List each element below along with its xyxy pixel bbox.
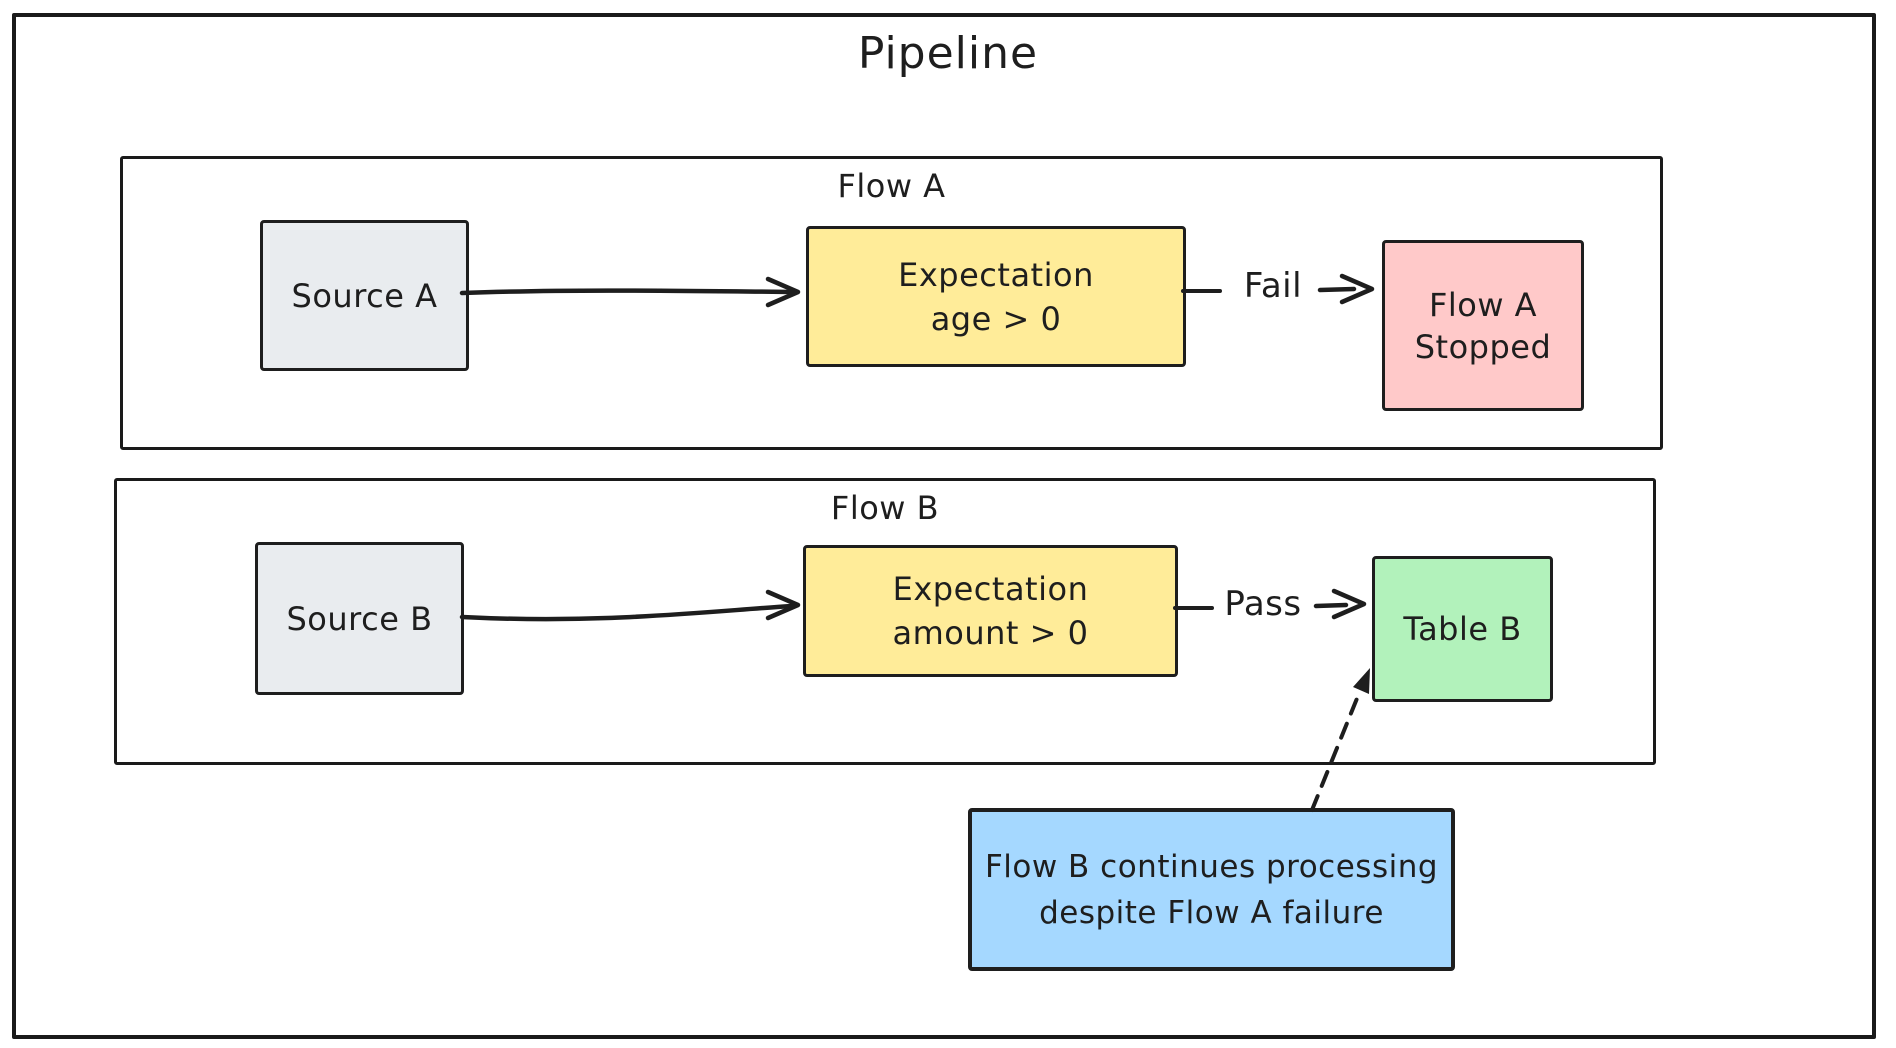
diagram-title: Pipeline <box>857 28 1039 79</box>
flow-b-frame: Flow B <box>114 478 1656 765</box>
source-b-label: Source B <box>286 599 433 638</box>
flow-a-stopped-node: Flow A Stopped <box>1382 240 1584 411</box>
expectation-a-rule: age > 0 <box>930 299 1062 338</box>
fail-edge-label: Fail <box>1243 266 1303 306</box>
expectation-a-node: Expectation age > 0 <box>806 226 1186 367</box>
pass-edge-label: Pass <box>1224 584 1302 624</box>
flow-b-label: Flow B <box>830 489 940 527</box>
note-line2: despite Flow A failure <box>1039 894 1384 931</box>
table-b-node: Table B <box>1372 556 1553 702</box>
source-a-node: Source A <box>260 220 469 371</box>
flow-a-label: Flow A <box>837 167 946 205</box>
pipeline-outer-frame <box>12 13 1876 1039</box>
note-line1: Flow B continues processing <box>984 848 1439 885</box>
source-b-node: Source B <box>255 542 464 695</box>
expectation-a-title: Expectation <box>898 255 1094 294</box>
expectation-b-rule: amount > 0 <box>892 614 1089 652</box>
expectation-b-title: Expectation <box>892 570 1089 608</box>
expectation-b-node: Expectation amount > 0 <box>803 545 1178 677</box>
flow-a-stopped-line2: Stopped <box>1414 327 1552 366</box>
table-b-label: Table B <box>1403 610 1522 648</box>
flow-a-stopped-line1: Flow A <box>1428 285 1538 324</box>
source-a-label: Source A <box>291 276 438 315</box>
note-box: Flow B continues processing despite Flow… <box>968 808 1455 971</box>
flow-a-frame: Flow A <box>120 156 1663 450</box>
